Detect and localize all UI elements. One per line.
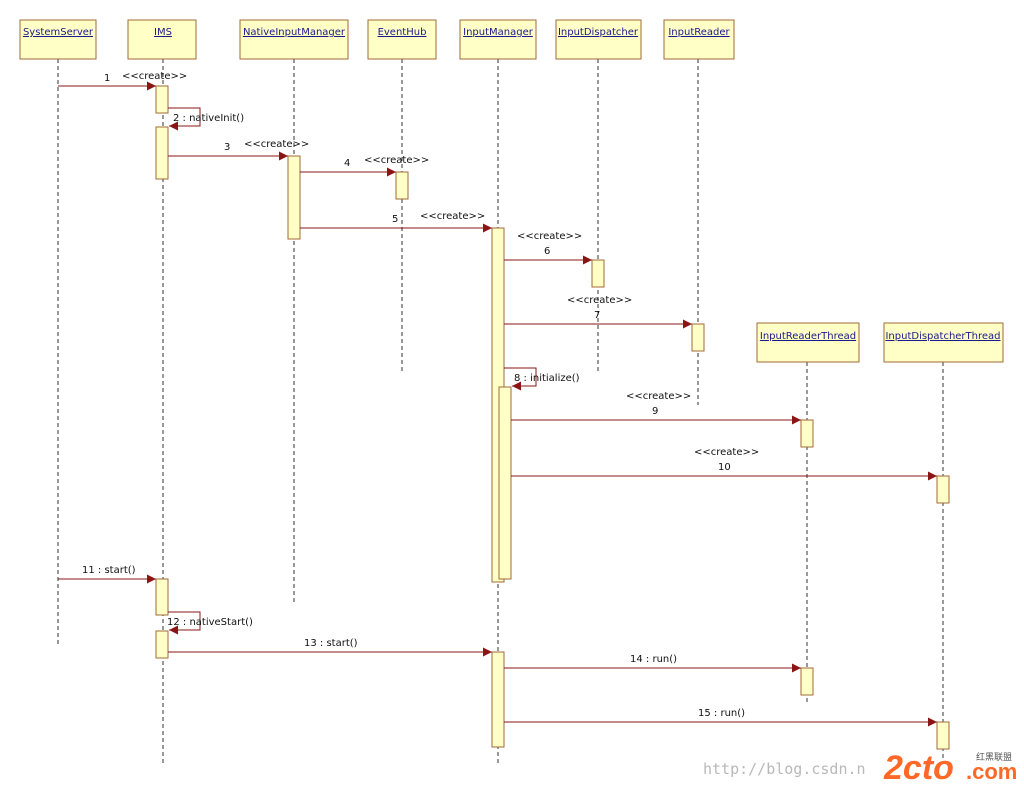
message-15: 15 : run() — [504, 708, 937, 727]
message-1: 1 <<create>> — [58, 71, 187, 91]
participant-eventhub[interactable]: EventHub — [367, 19, 437, 372]
message-label-7: 7 — [594, 310, 600, 321]
participant-label-eventhub: EventHub — [378, 27, 427, 38]
activation-nativeinputmanager — [287, 155, 301, 240]
participant-box-inputdispatcher — [555, 19, 642, 60]
participant-label-systemserver: SystemServer — [23, 27, 94, 38]
participant-inputreaderthread[interactable]: InputReaderThread — [756, 322, 860, 702]
message-label-3: 3 — [224, 142, 230, 153]
message-13: 13 : start() — [168, 638, 492, 657]
message-label-11: 11 : start() — [82, 565, 136, 576]
activation-inputreaderthread-1 — [800, 419, 814, 448]
message-stereotype-10: <<create>> — [694, 447, 759, 458]
activation-ims-1 — [155, 85, 169, 114]
message-label-14: 14 : run() — [630, 654, 677, 665]
message-label-6: 6 — [544, 246, 550, 257]
message-label-10: 10 — [718, 462, 731, 473]
activation-inputmanager-2 — [491, 651, 505, 748]
message-arrow-2 — [168, 107, 201, 131]
message-label-8: 8 : initialize() — [514, 373, 580, 384]
message-9: 9 <<create>> — [511, 391, 801, 425]
participant-box-eventhub — [367, 19, 437, 60]
message-label-4: 4 — [344, 158, 350, 169]
activation-bars — [155, 85, 950, 750]
message-label-9: 9 — [652, 406, 658, 417]
participant-label-inputdispatcherthread: InputDispatcherThread — [885, 331, 1000, 342]
watermark-url: http://blog.csdn.n — [703, 760, 866, 778]
message-stereotype-6: <<create>> — [517, 231, 582, 242]
activation-inputdispatcherthread-1 — [936, 475, 950, 504]
message-label-13: 13 : start() — [304, 638, 358, 649]
activation-inputdispatcherthread-2 — [936, 721, 950, 750]
participant-systemserver[interactable]: SystemServer — [19, 19, 97, 645]
message-stereotype-4: <<create>> — [364, 155, 429, 166]
activation-eventhub — [395, 171, 409, 200]
activation-ims-4 — [155, 630, 169, 659]
message-4: 4 <<create>> — [300, 155, 429, 177]
message-label-2: 2 : nativeInit() — [173, 113, 244, 124]
participant-label-ims: IMS — [154, 27, 172, 38]
message-11: 11 : start() — [58, 565, 156, 584]
message-10: 10 <<create>> — [511, 447, 937, 481]
message-stereotype-7: <<create>> — [567, 295, 632, 306]
activation-ims-3 — [155, 578, 169, 616]
participant-box-ims — [127, 19, 197, 60]
message-12: 12 : nativeStart() — [167, 611, 253, 635]
message-stereotype-1: <<create>> — [122, 71, 187, 82]
activation-inputdispatcher — [591, 259, 605, 288]
message-5: 5 <<create>> — [300, 211, 492, 233]
participant-nativeinputmanager[interactable]: NativeInputManager — [239, 19, 349, 605]
participant-label-nativeinputmanager: NativeInputManager — [243, 27, 346, 38]
participant-box-inputreaderthread — [756, 322, 860, 363]
participant-label-inputmanager: InputManager — [463, 27, 534, 38]
participant-box-inputmanager — [459, 19, 537, 60]
message-stereotype-5: <<create>> — [420, 211, 485, 222]
message-label-1: 1 — [104, 73, 110, 84]
participant-box-inputdispatcherthread — [883, 322, 1004, 363]
participant-label-inputreader: InputReader — [668, 27, 730, 38]
message-2: 2 : nativeInit() — [168, 107, 244, 131]
activation-inputreader — [691, 323, 705, 352]
message-arrow-8 — [504, 367, 537, 391]
participant-label-inputdispatcher: InputDispatcher — [558, 27, 639, 38]
watermark-logo: 2cto — [883, 749, 954, 787]
message-3: 3 <<create>> — [168, 139, 309, 161]
participant-label-inputreaderthread: InputReaderThread — [760, 331, 856, 342]
message-label-5: 5 — [392, 214, 398, 225]
message-arrow-12 — [168, 611, 201, 635]
watermark: http://blog.csdn.n 2cto .com 红黑联盟 — [703, 749, 1017, 787]
participant-inputdispatcher[interactable]: InputDispatcher — [555, 19, 642, 372]
message-7: 7 <<create>> — [504, 295, 692, 329]
watermark-domain: .com — [966, 759, 1017, 784]
watermark-cn: 红黑联盟 — [976, 751, 1012, 763]
message-14: 14 : run() — [504, 654, 801, 673]
message-label-15: 15 : run() — [698, 708, 745, 719]
participant-box-systemserver — [19, 19, 97, 60]
activation-ims-2 — [155, 126, 169, 180]
message-stereotype-9: <<create>> — [626, 391, 691, 402]
participant-inputdispatcherthread[interactable]: InputDispatcherThread — [883, 322, 1004, 760]
message-6: 6 <<create>> — [504, 231, 592, 265]
activation-inputreaderthread-2 — [800, 667, 814, 696]
message-8: 8 : initialize() — [504, 367, 580, 391]
message-stereotype-3: <<create>> — [244, 139, 309, 150]
participant-box-nativeinputmanager — [239, 19, 349, 60]
message-label-12: 12 : nativeStart() — [167, 617, 253, 628]
participant-inputreader[interactable]: InputReader — [663, 19, 735, 405]
participant-box-inputreader — [663, 19, 735, 60]
activation-inputmanager-initialize — [498, 386, 512, 580]
